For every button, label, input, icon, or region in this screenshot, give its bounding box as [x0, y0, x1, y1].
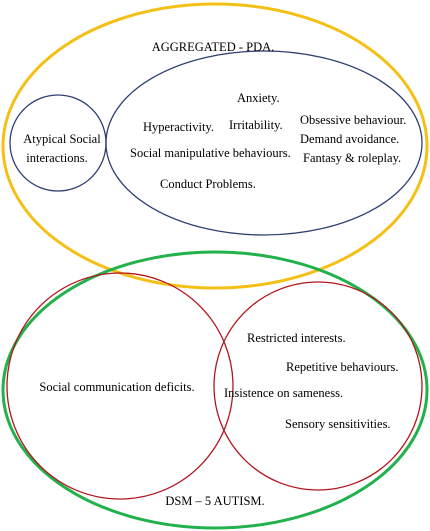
- atypical-social-label-line1: Atypical Social: [23, 132, 101, 146]
- feature-irritability: Irritability.: [229, 118, 283, 132]
- pda-title: AGGREGATED - PDA.: [152, 40, 275, 54]
- autism-outer-ellipse: [1, 250, 429, 530]
- feature-obsessive: Obsessive behaviour.: [300, 113, 406, 127]
- feature-hyperactivity: Hyperactivity.: [143, 120, 214, 134]
- feature-anxiety: Anxiety.: [237, 91, 280, 105]
- feature-restricted-interests: Restricted interests.: [247, 331, 346, 345]
- atypical-social-label-line2: interactions.: [26, 151, 87, 165]
- pda-outer-ellipse: [1, 2, 429, 290]
- feature-social-manipulative: Social manipulative behaviours.: [130, 146, 291, 160]
- feature-conduct-problems: Conduct Problems.: [160, 177, 256, 191]
- feature-fantasy: Fantasy & roleplay.: [303, 151, 401, 165]
- feature-demand-avoidance: Demand avoidance.: [300, 132, 399, 146]
- feature-sameness: Insistence on sameness.: [224, 386, 343, 400]
- social-communication-circle: [6, 272, 234, 500]
- pda-features-ellipse: [105, 50, 423, 236]
- autism-title: DSM – 5 AUTISM.: [165, 494, 264, 508]
- feature-repetitive: Repetitive behaviours.: [286, 360, 398, 374]
- feature-sensory: Sensory sensitivities.: [285, 417, 391, 431]
- social-communication-label: Social communication deficits.: [39, 380, 194, 394]
- rrb-circle: [213, 281, 423, 491]
